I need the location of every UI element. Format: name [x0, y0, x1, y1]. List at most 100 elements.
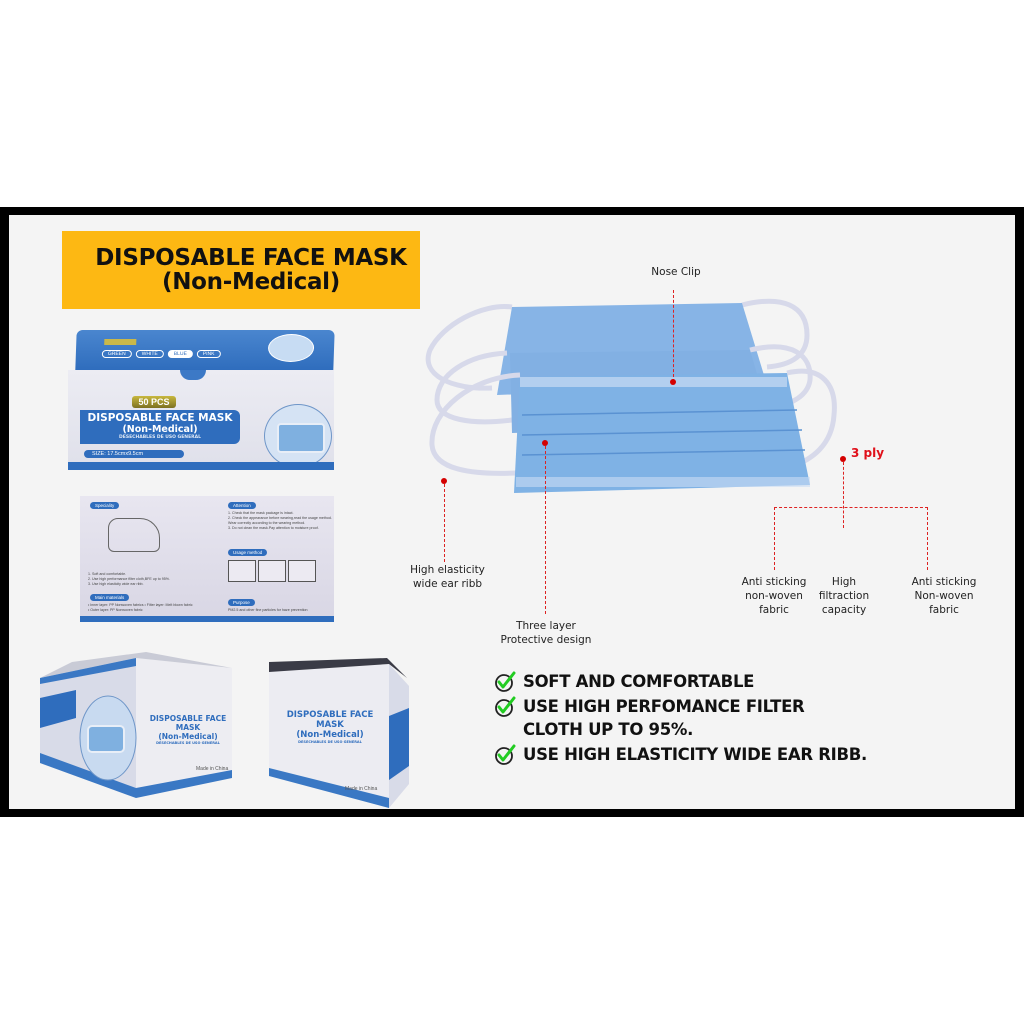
brand-logo	[104, 339, 137, 345]
box-right-title-2: (Non-Medical)	[296, 730, 364, 740]
attention-label: Attention	[228, 502, 256, 509]
chip-pink: PINK	[196, 350, 221, 358]
nose-clip-label: Nose Clip	[651, 266, 701, 278]
feature-line: USE HIGH ELASTICITY WIDE EAR RIBB.	[523, 745, 867, 764]
title-line-2: (Non-Medical)	[162, 269, 340, 295]
anti-sticking-2-line-3: fabric	[929, 604, 959, 616]
box-body: 50 PCS DISPOSABLE FACE MASK (Non-Medical…	[68, 370, 334, 470]
box-tab	[180, 370, 206, 380]
branch-right-line	[927, 507, 928, 570]
check-circle-icon	[495, 696, 516, 717]
ply-label: 3 ply	[851, 446, 885, 460]
check-circle-icon	[495, 671, 516, 692]
feature-text: USE HIGH PERFOMANCE FILTER CLOTH UP TO 9…	[523, 695, 805, 741]
lid-mask-icon	[267, 334, 315, 362]
box-name-line-1: DISPOSABLE FACE MASK	[87, 412, 233, 424]
title-line-1: DISPOSABLE FACE MASK	[95, 244, 407, 271]
ear-ribb-line-1: High elasticity	[410, 564, 485, 576]
box-left-title-2: (Non-Medical)	[158, 732, 218, 741]
materials-item: • Inner layer: PP Nonwoven fabrics • Fil…	[88, 603, 193, 607]
speciality-item: 2. Use high performance filter cloth,BFE…	[88, 577, 170, 581]
attention-item: 2. Check the appearance before wearing,r…	[228, 516, 332, 520]
usage-label: Usage method	[228, 549, 268, 556]
box-name-line-3: DESECHABLES DE USO GENERAL	[119, 435, 201, 440]
three-layer-dot	[542, 440, 548, 446]
anti-sticking-1-line-1: Anti sticking	[741, 576, 807, 588]
feature-item: USE HIGH PERFOMANCE FILTER CLOTH UP TO 9…	[494, 695, 867, 741]
masks-illustration	[425, 298, 837, 493]
size-label: SIZE: 17.5cmx9.5cm	[84, 450, 184, 458]
box-right-title-1: DISPOSABLE FACE MASK	[286, 710, 374, 730]
anti-sticking-2-line-2: Non-woven	[914, 590, 974, 602]
purpose-text: PM2.5 and other fine particles for haze …	[228, 608, 308, 612]
box-left-title-3: DESECHABLES DE USO GENERAL	[156, 741, 220, 745]
feature-line: SOFT AND COMFORTABLE	[523, 672, 755, 691]
pcs-badge: 50 PCS	[132, 396, 176, 408]
feature-line: USE HIGH PERFOMANCE FILTER	[523, 697, 805, 716]
title-banner: DISPOSABLE FACE MASK (Non-Medical)	[62, 231, 420, 309]
materials-item: • Outer layer: PP Nonwoven fabric	[88, 608, 143, 612]
box-right-shape	[269, 658, 409, 808]
check-circle-icon	[495, 744, 516, 765]
high-filtration-label: High filtraction capacity	[806, 575, 882, 617]
box-back-strip	[80, 616, 334, 622]
box-angled-left-image: DISPOSABLE FACE MASK (Non-Medical) DESEC…	[36, 648, 234, 800]
color-chips: GREEN WHITE BLUE PINK	[101, 350, 221, 358]
made-in-label: Made in China	[196, 766, 229, 772]
usage-step-1-icon	[228, 560, 256, 582]
anti-sticking-1-label: Anti sticking non-woven fabric	[734, 575, 814, 617]
anti-sticking-1-line-3: fabric	[759, 604, 789, 616]
ear-ribb-line	[444, 484, 445, 562]
attention-item: Wear correctly according to the wearing …	[228, 521, 306, 525]
feature-line: CLOTH UP TO 95%.	[523, 720, 694, 739]
chip-green: GREEN	[101, 350, 132, 358]
feature-text: SOFT AND COMFORTABLE	[523, 670, 754, 693]
high-filtration-line-1: High filtraction	[818, 576, 870, 602]
speciality-item: 3. Use high elasticity wide ear ribb.	[88, 582, 144, 586]
box-left-shape	[40, 652, 232, 798]
ear-ribb-dot	[441, 478, 447, 484]
mask-illustration-icon	[264, 404, 332, 468]
mask-sketch-icon	[108, 518, 160, 552]
ply-branch-line	[774, 507, 928, 508]
nose-clip-line	[673, 290, 674, 382]
box-front-image: GREEN WHITE BLUE PINK 50 PCS DISPOSABLE …	[68, 330, 335, 470]
three-layer-label: Three layer Protective design	[484, 619, 608, 647]
anti-sticking-1-line-2: non-woven	[745, 590, 803, 602]
usage-step-2-icon	[258, 560, 286, 582]
anti-sticking-2-line-1: Anti sticking	[911, 576, 977, 588]
chip-white: WHITE	[135, 350, 164, 358]
nose-clip-dot	[670, 379, 676, 385]
box-back-image: Speciality 1. Soft and comfortable. 2. U…	[80, 496, 334, 622]
high-filtration-line-2: capacity	[821, 604, 867, 616]
box-right-title: DISPOSABLE FACE MASK (Non-Medical) DESEC…	[275, 710, 385, 744]
purpose-label: Purpose	[228, 599, 255, 606]
chip-blue: BLUE	[167, 350, 193, 358]
materials-label: Main materials	[90, 594, 130, 601]
box-lid: GREEN WHITE BLUE PINK	[75, 330, 335, 370]
three-layer-line	[545, 446, 546, 614]
ear-ribb-line-2: wide ear ribb	[412, 578, 483, 590]
feature-item: USE HIGH ELASTICITY WIDE EAR RIBB.	[494, 743, 867, 766]
attention-item: 3. Do not clean the mask.Pay attention t…	[228, 526, 319, 530]
box-angled-right-image: DISPOSABLE FACE MASK (Non-Medical) DESEC…	[267, 656, 409, 808]
box-name-line-2: (Non-Medical)	[122, 424, 198, 435]
branch-left-line	[774, 507, 775, 570]
box-left-title-1: DISPOSABLE FACE MASK	[149, 714, 227, 732]
speciality-item: 1. Soft and comfortable.	[88, 572, 127, 576]
ply-dot	[840, 456, 846, 462]
feature-text: USE HIGH ELASTICITY WIDE EAR RIBB.	[523, 743, 867, 766]
made-in-label: Made in China	[345, 786, 378, 792]
anti-sticking-2-label: Anti sticking Non-woven fabric	[904, 575, 984, 617]
three-layer-line-2: Protective design	[500, 634, 592, 646]
three-layer-line-1: Three layer	[516, 620, 576, 632]
box-strip	[68, 462, 334, 470]
box-right-title-3: DESECHABLES DE USO GENERAL	[298, 740, 362, 744]
attention-item: 1. Check that the mask package is intact…	[228, 511, 294, 515]
box-left-title: DISPOSABLE FACE MASK (Non-Medical) DESEC…	[146, 714, 230, 745]
box-name-plate: DISPOSABLE FACE MASK (Non-Medical) DESEC…	[80, 410, 240, 444]
ear-ribb-label: High elasticity wide ear ribb	[400, 563, 495, 591]
ply-line	[843, 462, 844, 528]
feature-list: SOFT AND COMFORTABLE USE HIGH PERFOMANCE…	[494, 670, 867, 768]
feature-item: SOFT AND COMFORTABLE	[494, 670, 867, 693]
